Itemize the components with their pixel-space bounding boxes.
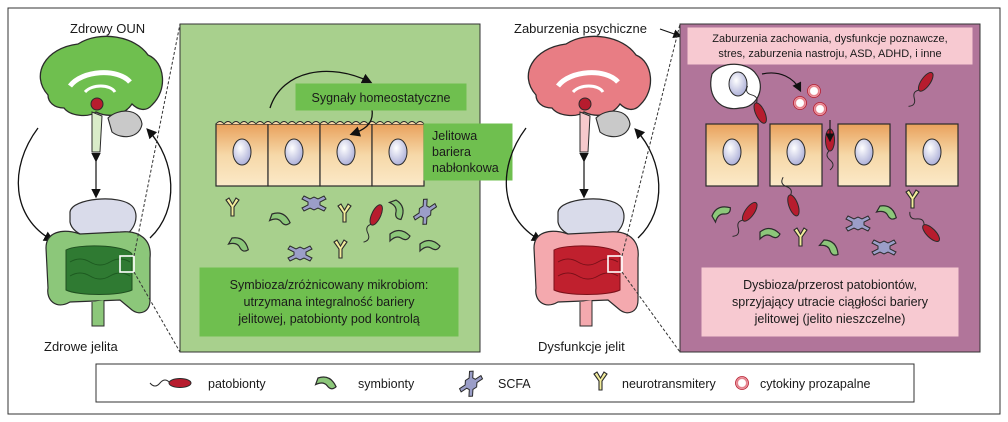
- dysbiosis-summary-line-3: jelitowej (jelito nieszczelne): [754, 312, 906, 326]
- mental-disorders-label: Zaburzenia psychiczne: [514, 21, 647, 36]
- right-cycle-arrow-up: [634, 128, 660, 239]
- leaky-epithelial-barrier: [705, 123, 959, 187]
- healthy-gut-label: Zdrowe jelita: [44, 339, 118, 354]
- healthy-brain-icon: [39, 35, 164, 153]
- dysfunctional-gut-icon: [533, 198, 639, 327]
- left-zoom-line-top: [133, 23, 181, 257]
- dysbiosis-summary-box: [701, 267, 959, 337]
- healthy-summary-line-3: jelitowej, patobionty pod kontrolą: [237, 312, 419, 326]
- immune-cell-icon: [710, 63, 761, 110]
- homeostatic-arrow-up: [269, 70, 373, 109]
- disorders-line-1: Zaburzenia zachowania, dysfunkcje poznaw…: [712, 33, 947, 45]
- healthy-summary-line-1: Symbioza/zróżnicowany mikrobiom:: [230, 278, 429, 292]
- legend-neurotransmitter-label: neurotransmitery: [622, 377, 717, 391]
- epithelial-barrier-label-3: nabłonkowa: [432, 161, 499, 175]
- healthy-epithelial-barrier: [215, 121, 425, 187]
- healthy-gut-icon: [45, 198, 151, 327]
- cytokine-icon: [735, 376, 749, 390]
- legend-symbiont-label: symbionty: [358, 377, 415, 391]
- healthy-summary-line-2: utrzymana integralność bariery: [244, 295, 416, 309]
- legend-cytokine-label: cytokiny prozapalne: [760, 377, 871, 391]
- healthy-cns-label: Zdrowy OUN: [70, 21, 145, 36]
- left-cycle-arrow-down: [17, 127, 55, 242]
- cytokine-release-arrow: [761, 72, 802, 93]
- disorders-box: [687, 27, 973, 65]
- dysbiosis-summary-line-2: sprzyjający utracie ciągłości bariery: [732, 295, 929, 309]
- disorders-line-2: stres, zaburzenia nastroju, ASD, ADHD, i…: [718, 48, 941, 60]
- dysbiosis-summary-line-1: Dysbioza/przerost patobiontów,: [743, 278, 917, 292]
- right-zoom-line-bottom: [621, 271, 681, 353]
- disordered-brain-icon: [527, 35, 652, 153]
- epithelial-barrier-label-2: bariera: [432, 145, 471, 159]
- left-cycle-arrow-up: [146, 128, 172, 239]
- homeostatic-signal-label: Sygnały homeostatyczne: [312, 91, 451, 105]
- legend-pathobiont-label: patobionty: [208, 377, 266, 391]
- left-zoom-line-bottom: [133, 271, 181, 353]
- homeostatic-signal-box: [295, 83, 467, 111]
- epithelial-barrier-label-1: Jelitowa: [432, 129, 477, 143]
- legend-box: [95, 363, 915, 403]
- homeostatic-arrow-down: [349, 109, 373, 137]
- epithelial-barrier-box: [423, 123, 513, 181]
- disorders-pointer-arrow: [659, 28, 683, 38]
- gut-dysfunction-label: Dysfunkcje jelit: [538, 339, 625, 354]
- healthy-summary-box: [199, 267, 459, 337]
- right-cycle-arrow-down: [505, 127, 543, 242]
- legend-scfa-label: SCFA: [498, 377, 531, 391]
